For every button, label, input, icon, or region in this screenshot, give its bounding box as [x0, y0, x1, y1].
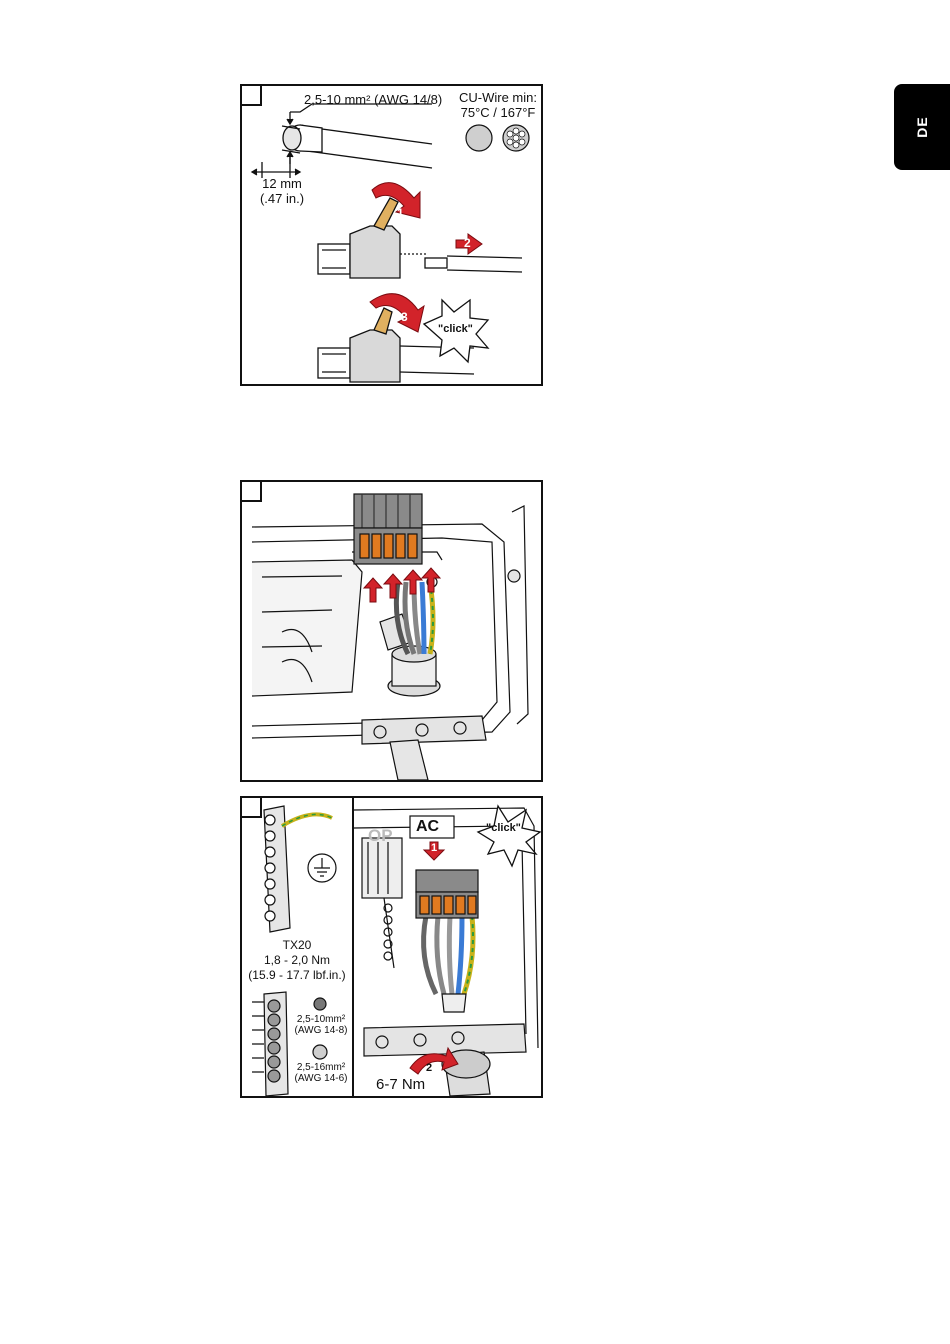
cu-wire-spec: CU-Wire min: 75°C / 167°F [454, 90, 542, 120]
panel-wire-preparation: 2,5-10 mm² (AWG 14/8) CU-Wire min: 75°C … [240, 84, 543, 386]
step-2-label: 2 [426, 1062, 432, 1074]
wire-size-a-awg: (AWG 14-8) [290, 1025, 352, 1036]
step-1-label: 1 [431, 842, 437, 854]
wire-size-a-label: 2,5-10mm² (AWG 14-8) [290, 1014, 352, 1036]
solid-wire-icon [466, 125, 492, 151]
strip-length-mm: 12 mm [252, 176, 312, 191]
wire-size-label: 2,5-10 mm² (AWG 14/8) [304, 92, 442, 107]
language-tab-label: DE [914, 116, 930, 137]
step-2-label: 2 [464, 236, 471, 250]
panel-connector-insertion [240, 480, 543, 782]
connector-insertion-illustration [242, 482, 541, 780]
step-number-box [242, 482, 262, 502]
torque-label: 6-7 Nm [376, 1076, 425, 1093]
step-number-box [242, 86, 262, 106]
ac-plug-illustration [416, 870, 478, 918]
wire-size-b-awg: (AWG 14-6) [290, 1073, 352, 1084]
cable-illustration [252, 104, 432, 178]
click-label: "click" [438, 323, 473, 335]
strip-length-label: 12 mm (.47 in.) [252, 176, 312, 206]
torque-imperial-label: (15.9 - 17.7 lbf.in.) [242, 968, 352, 983]
step-1-label: 1 [397, 206, 404, 220]
tx20-torque-spec: TX20 1,8 - 2,0 Nm (15.9 - 17.7 lbf.in.) [242, 938, 352, 983]
click-label: "click" [486, 822, 521, 834]
strip-length-in: (.47 in.) [252, 191, 312, 206]
ac-label: AC [416, 818, 439, 836]
panel-ac-connection: TX20 1,8 - 2,0 Nm (15.9 - 17.7 lbf.in.) … [240, 796, 543, 1098]
tool-label: TX20 [242, 938, 352, 953]
wire-preparation-illustration [242, 86, 541, 384]
wire-size-b-label: 2,5-16mm² (AWG 14-6) [290, 1062, 352, 1084]
wire-size-a-mm: 2,5-10mm² [290, 1014, 352, 1025]
wire-size-b-icon [313, 1045, 327, 1059]
wire-size-a-icon [314, 998, 326, 1010]
language-tab: DE [894, 84, 950, 170]
torque-label: 1,8 - 2,0 Nm [242, 953, 352, 968]
plug-connector-illustration [354, 494, 422, 564]
wire-size-b-mm: 2,5-16mm² [290, 1062, 352, 1073]
step-3-label: 3 [401, 310, 408, 324]
step-number-box [242, 798, 262, 818]
cu-wire-line2: 75°C / 167°F [454, 105, 542, 120]
cu-wire-line1: CU-Wire min: [454, 90, 542, 105]
click-starburst-icon [478, 806, 540, 866]
op-label: OP [368, 826, 393, 846]
insert-up-arrows-icon [364, 568, 440, 602]
